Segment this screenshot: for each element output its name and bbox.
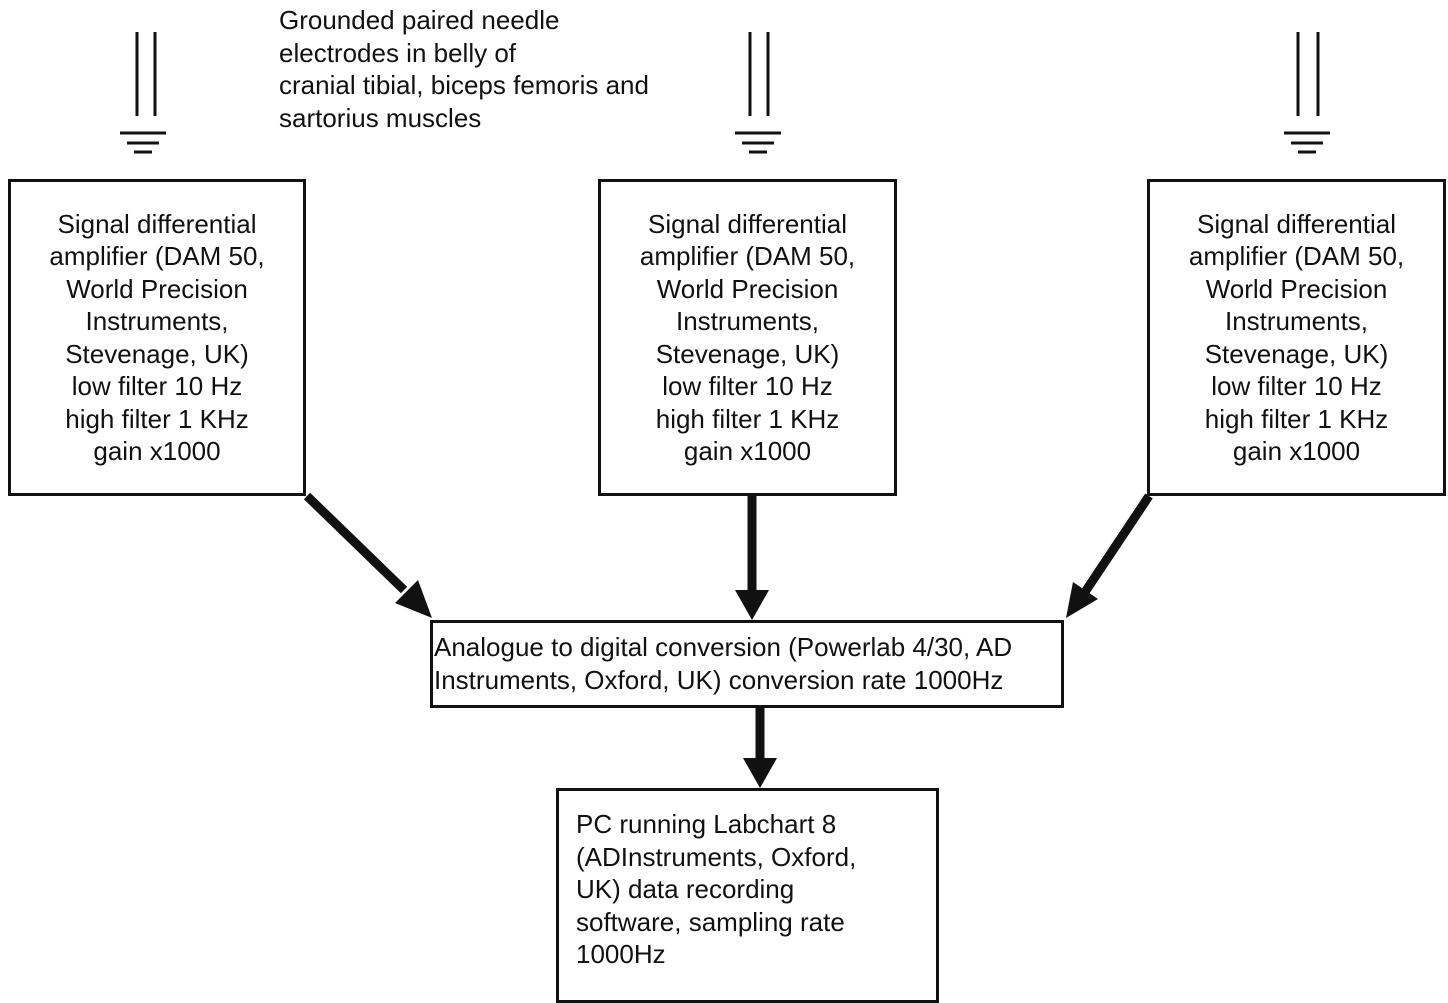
amplifier-line: Stevenage, UK) (1204, 338, 1389, 369)
amplifier-line: World Precision (1205, 273, 1388, 304)
pc-box: PC running Labchart 8 (ADInstruments, Ox… (556, 788, 939, 1003)
amplifier-line: Instruments, (85, 306, 229, 336)
electrode-label-line: cranial tibial, biceps femoris and (279, 70, 649, 100)
amplifier-line: World Precision (66, 273, 248, 304)
amplifier-line: World Precision (656, 273, 839, 304)
amplifier-line: amplifier (DAM 50, (639, 241, 856, 271)
amplifier-line: Signal differential (57, 208, 257, 239)
electrode-description: Grounded paired needle electrodes in bel… (279, 4, 649, 134)
pc-line: (ADInstruments, Oxford, (576, 841, 857, 872)
adc-line: Analogue to digital conversion (Powerlab… (434, 632, 1013, 662)
amplifier-line: Stevenage, UK) (65, 338, 249, 369)
amplifier-line: Instruments, (1224, 306, 1369, 336)
ground-symbol-2-icon (735, 131, 781, 154)
amplifier-line: gain x1000 (93, 436, 221, 466)
amplifier-line: amplifier (DAM 50, (49, 241, 265, 271)
pc-line: 1000Hz (576, 939, 666, 969)
electrode-1-icon (135, 32, 157, 116)
electrode-label-line: electrodes in belly of (279, 37, 517, 68)
amplifier-line: Instruments, (675, 306, 820, 336)
arrow-amp3-to-adc (1066, 493, 1153, 618)
amplifier-line: Stevenage, UK) (655, 338, 840, 369)
electrode-3-icon (1296, 32, 1320, 116)
electrode-2-icon (748, 32, 770, 116)
amplifier-box-3: Signal differential amplifier (DAM 50, W… (1147, 179, 1446, 496)
amplifier-box-1: Signal differential amplifier (DAM 50, W… (8, 179, 306, 496)
amplifier-line: low filter 10 Hz (1211, 371, 1382, 401)
amplifier-line: high filter 1 KHz (655, 403, 840, 434)
pc-line: software, sampling rate (576, 906, 845, 937)
arrow-amp2-to-adc (735, 496, 769, 620)
amplifier-line: Signal differential (1197, 208, 1396, 239)
amplifier-line: gain x1000 (683, 436, 812, 466)
adc-line: Instruments, Oxford, UK) conversion rate… (434, 665, 1004, 695)
ground-symbol-1-icon (120, 131, 166, 154)
electrode-label-line: sartorius muscles (279, 102, 482, 133)
amplifier-line: gain x1000 (1232, 436, 1361, 466)
amplifier-box-2: Signal differential amplifier (DAM 50, W… (598, 179, 897, 496)
arrow-amp1-to-adc (303, 492, 432, 618)
pc-line: PC running Labchart 8 (576, 809, 837, 839)
ground-symbol-3-icon (1284, 131, 1330, 154)
amplifier-line: Signal differential (648, 208, 847, 239)
pc-line: UK) data recording (576, 874, 795, 904)
amplifier-line: high filter 1 KHz (1204, 403, 1389, 434)
electrode-label-line: Grounded paired needle (279, 5, 560, 35)
amplifier-line: high filter 1 KHz (65, 403, 249, 434)
amplifier-line: amplifier (DAM 50, (1188, 241, 1405, 271)
arrow-adc-to-pc (743, 708, 777, 788)
amplifier-line: low filter 10 Hz (662, 371, 833, 401)
adc-box: Analogue to digital conversion (Powerlab… (430, 620, 1064, 708)
amplifier-line: low filter 10 Hz (71, 371, 243, 401)
